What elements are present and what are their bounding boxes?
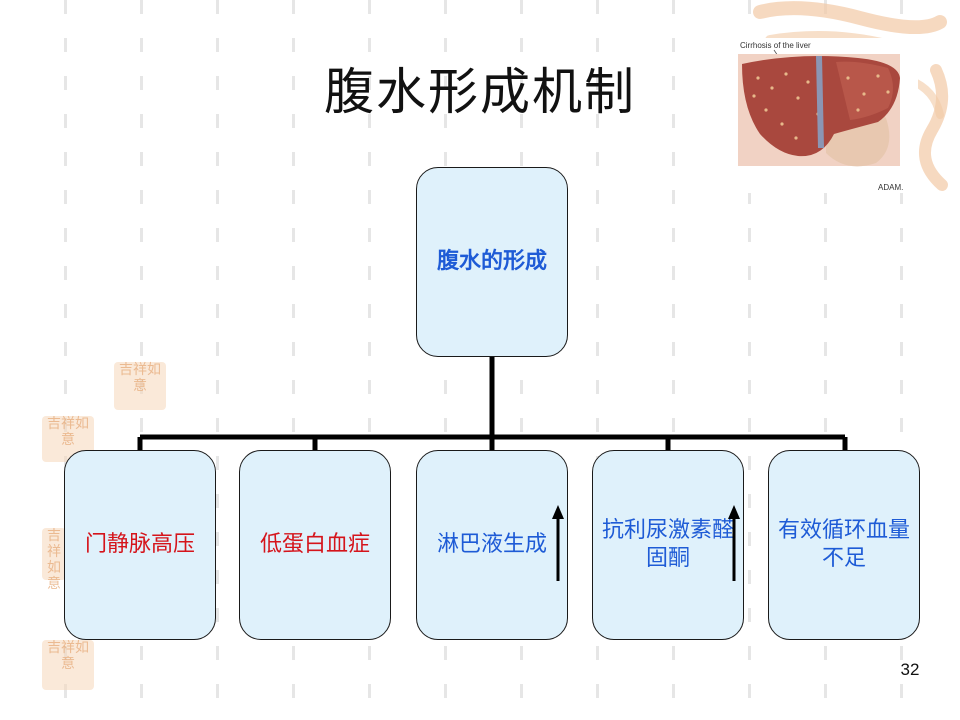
decorative-seal: 吉祥如意	[114, 362, 166, 410]
image-credit: ADAM.	[878, 183, 903, 192]
slide-title: 腹水形成机制	[324, 63, 636, 121]
node-hypoalbuminemia: 低蛋白血症	[239, 450, 391, 640]
decorative-seal: 吉祥如意	[42, 528, 66, 592]
node-ascites-formation: 腹水的形成	[416, 167, 568, 357]
increase-arrow-icon	[728, 505, 740, 581]
increase-arrow-icon	[552, 505, 564, 581]
node-label: 门静脉高压	[84, 532, 195, 557]
page-number: 32	[900, 660, 920, 679]
node-portal-hypertension: 门静脉高压	[64, 450, 216, 640]
image-caption: Cirrhosis of the liver	[740, 41, 811, 50]
node-label: 低蛋白血症	[259, 532, 370, 557]
node-label: 淋巴液生成	[436, 532, 547, 557]
node-label: 抗利尿激素醛固酮	[601, 518, 734, 571]
node-insufficient-circulating-volume: 有效循环血量不足	[768, 450, 920, 640]
liver-cirrhosis-image: Cirrhosis of the liver ADAM.	[738, 38, 918, 193]
decorative-seal: 吉祥如意	[42, 416, 94, 462]
node-label: 腹水的形成	[436, 249, 547, 274]
decorative-seal: 吉祥如意	[42, 640, 94, 690]
node-adh-aldosterone: 抗利尿激素醛固酮	[592, 450, 744, 640]
node-label: 有效循环血量不足	[777, 518, 910, 571]
node-lymph-production: 淋巴液生成	[416, 450, 568, 640]
